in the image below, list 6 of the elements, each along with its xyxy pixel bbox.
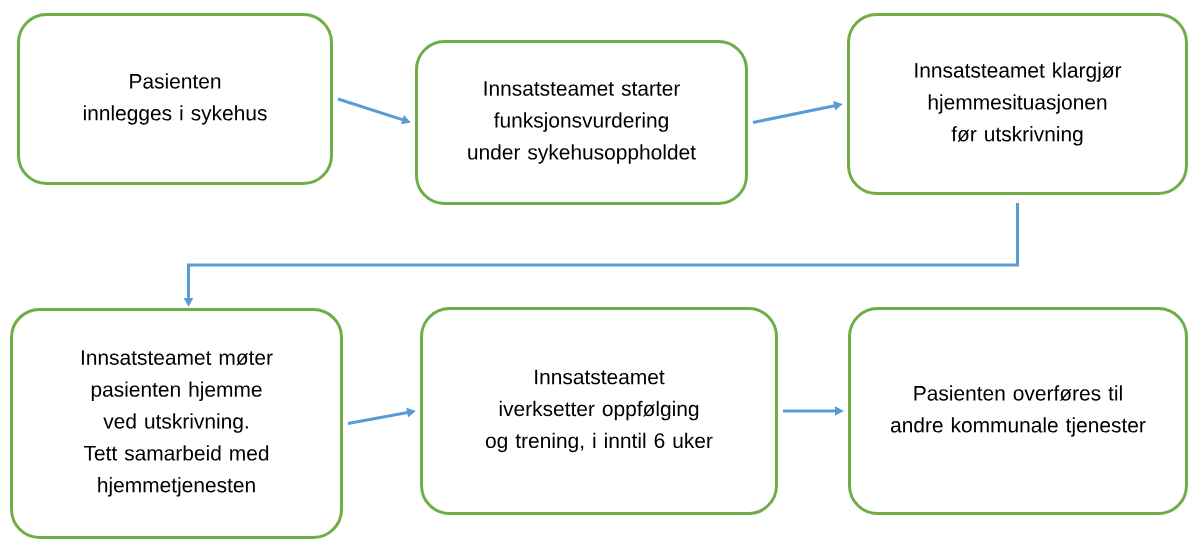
process-box: Innsatsteamet klargjør hjemmesituasjonen før utskrivning: [847, 13, 1188, 195]
process-box: Innsatsteamet starter funksjonsvurdering under sykehusoppholdet: [415, 40, 748, 205]
process-box: Pasienten innlegges i sykehus: [17, 13, 333, 185]
process-box: Pasienten overføres til andre kommunale tjenester: [848, 307, 1188, 515]
process-box: Innsatsteamet iverksetter oppfølging og trening, i inntil 6 uker: [420, 307, 778, 515]
process-box: Innsatsteamet møter pasienten hjemme ved utskrivning. Tett samarbeid med hjemmetjenesten: [10, 308, 343, 539]
